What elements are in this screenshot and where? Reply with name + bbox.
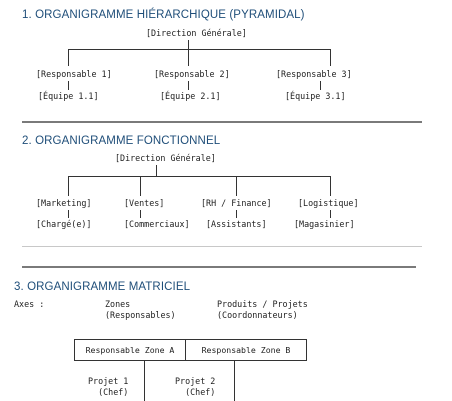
section-divider-thin bbox=[22, 246, 422, 247]
s2-connector bbox=[330, 176, 331, 196]
s1-manager-node: [Responsable 2] bbox=[154, 69, 230, 79]
s3-axes-label: Axes : bbox=[14, 299, 45, 309]
s3-matrix-line bbox=[234, 361, 235, 401]
s1-root-node: [Direction Générale] bbox=[146, 28, 247, 38]
s3-project-2: Projet 2 (Chef) bbox=[175, 376, 216, 397]
s2-connector bbox=[330, 210, 331, 218]
s1-branch-line bbox=[68, 49, 330, 50]
s3-project-1: Projet 1 (Chef) bbox=[88, 376, 129, 397]
s1-connector bbox=[188, 81, 189, 90]
s1-connector bbox=[188, 49, 189, 66]
s3-axis-zones: Zones (Responsables) bbox=[105, 299, 176, 320]
s2-connector bbox=[140, 210, 141, 218]
s3-matrix-line bbox=[144, 361, 145, 401]
s3-axis-products: Produits / Projets (Coordonnateurs) bbox=[217, 299, 308, 320]
s2-root-node: [Direction Générale] bbox=[115, 153, 216, 163]
s3-zone-a-cell: Responsable Zone A bbox=[74, 339, 186, 361]
s3-zone-b-cell: Responsable Zone B bbox=[185, 339, 307, 361]
s1-connector bbox=[188, 40, 189, 49]
s2-role-node: [Assistants] bbox=[206, 219, 267, 229]
s2-connector bbox=[236, 176, 237, 196]
s1-connector bbox=[320, 81, 321, 90]
s1-manager-node: [Responsable 1] bbox=[36, 69, 112, 79]
s2-connector bbox=[68, 210, 69, 218]
section-divider bbox=[22, 121, 422, 123]
s2-connector bbox=[140, 176, 141, 196]
s2-function-node: [Marketing] bbox=[36, 198, 92, 208]
s1-connector bbox=[330, 49, 331, 66]
s2-function-node: [RH / Finance] bbox=[201, 198, 272, 208]
s2-role-node: [Chargé(e)] bbox=[36, 219, 92, 229]
s2-function-node: [Logistique] bbox=[298, 198, 359, 208]
s1-team-node: [Équipe 2.1] bbox=[160, 91, 221, 101]
s1-connector bbox=[68, 49, 69, 66]
section-divider bbox=[22, 266, 416, 268]
section2-heading: 2. ORGANIGRAMME FONCTIONNEL bbox=[22, 135, 221, 147]
s2-connector bbox=[236, 210, 237, 218]
s1-team-node: [Équipe 1.1] bbox=[38, 91, 99, 101]
s1-connector bbox=[68, 81, 69, 90]
section1-heading: 1. ORGANIGRAMME HIÉRARCHIQUE (PYRAMIDAL) bbox=[22, 9, 305, 21]
s2-connector bbox=[156, 165, 157, 176]
s2-function-node: [Ventes] bbox=[124, 198, 165, 208]
s1-manager-node: [Responsable 3] bbox=[276, 69, 352, 79]
s2-role-node: [Commerciaux] bbox=[124, 219, 190, 229]
s2-connector bbox=[68, 176, 69, 196]
s2-branch-line bbox=[68, 176, 330, 177]
section3-heading: 3. ORGANIGRAMME MATRICIEL bbox=[14, 281, 191, 293]
s1-team-node: [Équipe 3.1] bbox=[285, 91, 346, 101]
s2-role-node: [Magasinier] bbox=[294, 219, 355, 229]
